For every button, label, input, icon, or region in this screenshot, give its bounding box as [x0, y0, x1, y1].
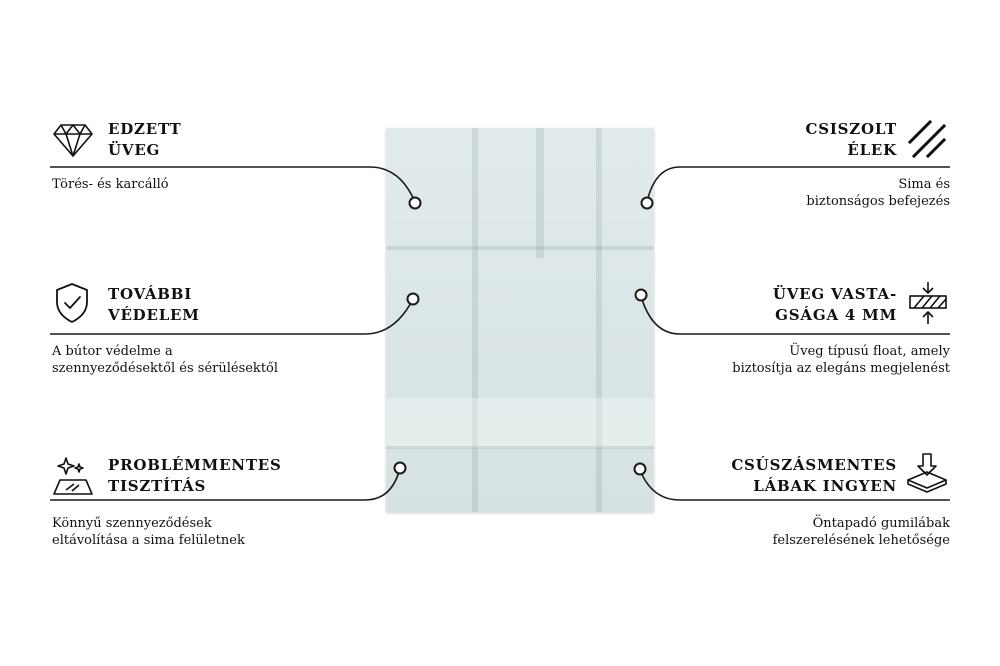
callout-dot: [640, 196, 654, 210]
glass-panel-image: [386, 128, 654, 512]
callout-dot: [633, 462, 647, 476]
anti-slip-feet-icon: [907, 453, 947, 493]
thickness-icon: [909, 282, 947, 324]
callout-dot: [393, 461, 407, 475]
callout-dot: [634, 288, 648, 302]
feature-title-glass-thickness: ÜVEG VASTA-GSÁGA 4 MM: [772, 285, 897, 324]
feature-desc-tempered-glass: Törés- és karcálló: [52, 177, 169, 192]
polished-edges-icon: [907, 119, 947, 159]
callout-dot: [408, 196, 422, 210]
sparkle-clean-icon: [53, 457, 93, 495]
diamond-icon: [53, 124, 93, 157]
shield-check-icon: [56, 283, 88, 323]
callout-dot: [406, 292, 420, 306]
